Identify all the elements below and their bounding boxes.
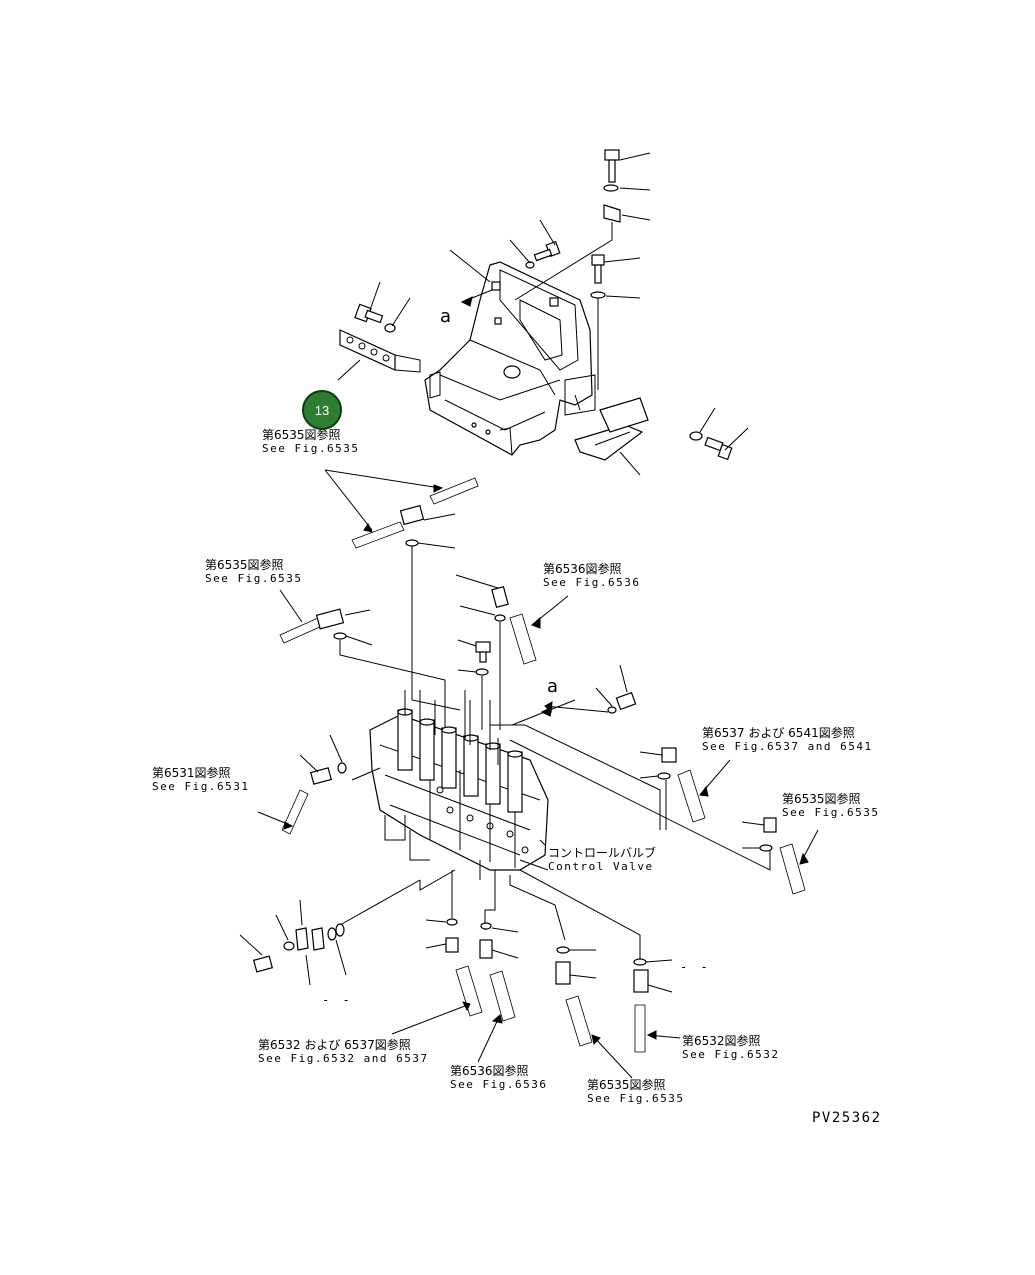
callout-a-top: a [440,306,452,327]
ref-label-left-6531: 第6531図参照 See Fig.6531 [152,766,249,794]
right-valve-fittings [639,747,819,895]
ref-en: See Fig.6535 [587,1092,685,1105]
ref-en: See Fig.6537 and 6541 [702,740,873,753]
ref-en: See Fig.6532 and 6537 [258,1052,429,1065]
ref-label-bottom-6532: 第6532図参照 See Fig.6532 [682,1034,779,1062]
ref-en: See Fig.6535 [262,442,360,455]
ref-label-left-6535: 第6535図参照 See Fig.6535 [205,558,302,586]
ref-jp: 第6535図参照 [262,428,341,442]
item-number-badge[interactable]: 13 [302,390,342,430]
ref-en: See Fig.6536 [450,1078,548,1091]
dash-mark-left: - - [322,993,353,1007]
ref-en: Control Valve [548,860,654,873]
dash-mark-right: - - [680,960,711,974]
ref-label-top-6535: 第6535図参照 See Fig.6535 [262,428,359,456]
ref-en: See Fig.6535 [205,572,303,585]
ref-jp: コントロールバルブ [548,846,657,860]
shim-stack [339,329,421,373]
ref-jp: 第6536図参照 [450,1064,529,1078]
ref-jp: 第6535図参照 [782,792,861,806]
ref-label-mid-6536: 第6536図参照 See Fig.6536 [543,562,640,590]
drawing-id: PV25362 [812,1110,882,1126]
callout-a-mid: a [547,676,559,697]
callout-a-arrow-mid [511,699,576,726]
ref-label-bottom-6532-6537: 第6532 および 6537図参照 See Fig.6532 and 6537 [258,1038,429,1066]
left-valve-fittings [257,734,347,835]
mounting-bolts [354,149,733,461]
ref-jp: 第6536図参照 [543,562,622,576]
ref-en: See Fig.6536 [543,576,641,589]
ref-en: See Fig.6532 [682,1048,780,1061]
valve-bracket-assembly [424,261,596,456]
ref-jp: 第6537 および 6541図参照 [702,726,855,740]
ref-label-bottom-6536: 第6536図参照 See Fig.6536 [450,1064,547,1092]
ref-en: See Fig.6535 [782,806,880,819]
ref-jp: 第6535図参照 [587,1078,666,1092]
control-valve-body [369,708,549,871]
hose-fittings-top [279,469,637,740]
ref-label-control-valve: コントロールバルブ Control Valve [548,846,656,874]
ref-label-bottom-6535: 第6535図参照 See Fig.6535 [587,1078,684,1106]
ref-jp: 第6531図参照 [152,766,231,780]
ref-jp: 第6532 および 6537図参照 [258,1038,411,1052]
ref-label-right-6537: 第6537 および 6541図参照 See Fig.6537 and 6541 [702,726,873,754]
ref-jp: 第6535図参照 [205,558,284,572]
ref-label-right-6535: 第6535図参照 See Fig.6535 [782,792,879,820]
bottom-valve-fittings [239,899,681,1079]
valve-port-lines [339,690,771,960]
leader-lines-top [337,152,749,476]
ref-en: See Fig.6531 [152,780,250,793]
ref-jp: 第6532図参照 [682,1034,761,1048]
